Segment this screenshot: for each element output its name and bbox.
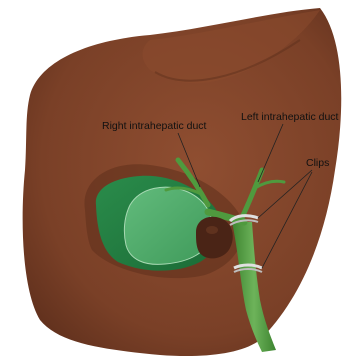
label-left-intrahepatic-duct: Left intrahepatic duct [241,111,338,123]
label-clips: Clips [306,157,329,169]
gallstone-highlight [206,226,218,234]
label-right-intrahepatic-duct: Right intrahepatic duct [102,120,206,132]
